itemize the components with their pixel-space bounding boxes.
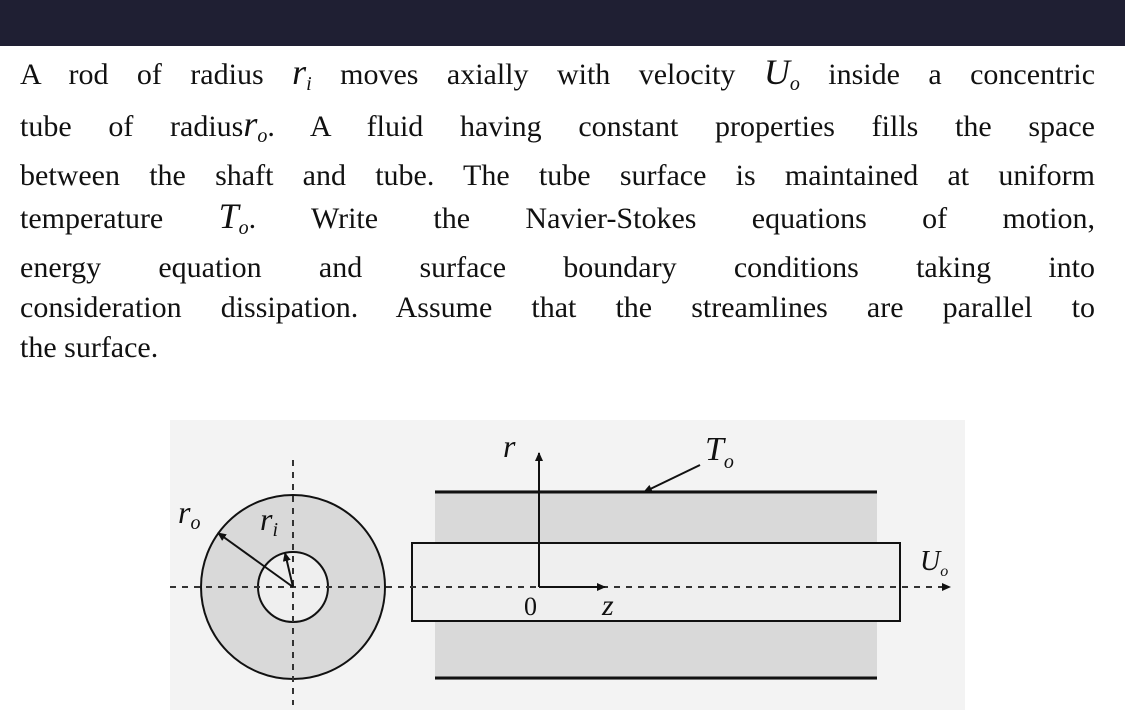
figure-svg: ro ri r z 0 To Uo — [170, 420, 965, 710]
text-segment: inside a concentric — [828, 58, 1096, 91]
symbol-U-o: Uo — [763, 52, 800, 95]
label-U-o: Uo — [920, 546, 948, 580]
label-T-o: To — [705, 431, 734, 473]
temperature-pointer — [643, 464, 701, 493]
label-r-axis: r — [503, 428, 516, 464]
cross-section-view: ro ri — [170, 460, 410, 705]
side-view: r z 0 To Uo — [410, 428, 951, 680]
problem-line-7: the surface. — [20, 331, 159, 364]
text-segment: . Write the Navier-Stokes equations of m… — [248, 202, 1095, 235]
top-bar — [0, 0, 1125, 46]
label-r-i: ri — [260, 501, 278, 541]
text-segment: . A fluid having constant properties fil… — [267, 110, 1095, 143]
problem-statement: A rod of radius ri moves axially with ve… — [20, 52, 1095, 368]
problem-line-1: A rod of radius ri moves axially with ve… — [20, 52, 1095, 104]
label-origin: 0 — [524, 592, 537, 621]
problem-line-2: tube of radiusro. A fluid having constan… — [20, 104, 1095, 156]
problem-line-5: energy equation and surface boundary con… — [20, 251, 1095, 284]
label-z-axis: z — [601, 589, 614, 622]
symbol-r-o: ro — [243, 104, 268, 147]
text-segment: moves axially with velocity — [340, 58, 736, 91]
label-r-o: ro — [178, 494, 200, 534]
symbol-r-i: ri — [292, 52, 312, 95]
problem-line-4: temperature To. Write the Navier-Stokes … — [20, 196, 1095, 248]
rod-body — [411, 542, 901, 622]
text-segment: temperature — [20, 202, 164, 235]
rod-in-tube-figure: ro ri r z 0 To Uo — [160, 415, 970, 715]
outer-radius-arrow — [217, 532, 294, 588]
problem-line-6: consideration dissipation. Assume that t… — [20, 291, 1095, 324]
problem-line-3: between the shaft and tube. The tube sur… — [20, 159, 1095, 192]
symbol-T-o: To — [218, 196, 249, 239]
inner-radius-arrow — [282, 552, 294, 588]
text-segment: A rod of radius — [20, 58, 264, 91]
text-segment: tube of radius — [20, 110, 244, 143]
